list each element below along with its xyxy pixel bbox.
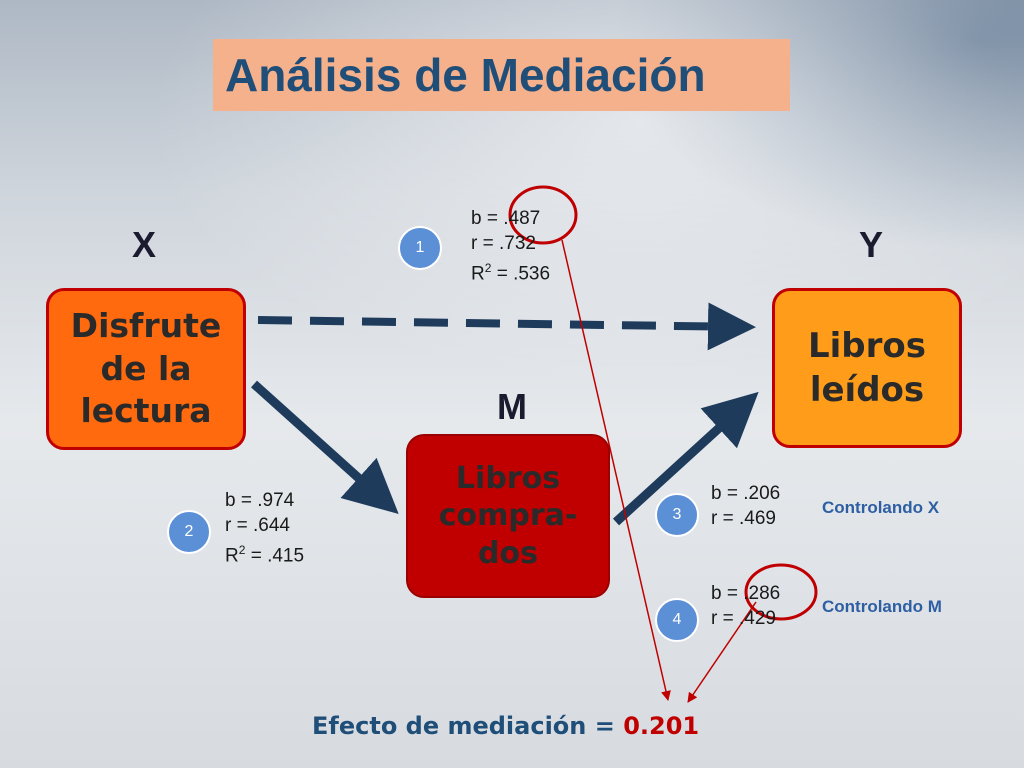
m-to-y-arrow xyxy=(612,391,759,526)
control-note-path-3: Controlando X xyxy=(822,498,940,517)
path-2-stats: b = .974 r = .644 R2 = .415 xyxy=(225,488,304,568)
path-3-r: r = .469 xyxy=(711,508,776,529)
path-number-badge-1: 1 xyxy=(398,226,442,270)
path-3-b: b = .206 xyxy=(711,483,781,504)
path-number-badge-2: 2 xyxy=(167,510,211,554)
path-2-b: b = .974 xyxy=(225,490,295,511)
pointer-arrow-path-1 xyxy=(561,239,671,701)
path-1-r: r = .732 xyxy=(471,233,536,254)
direct-effect-arrow xyxy=(257,302,756,351)
path-number-badge-3: 3 xyxy=(655,493,699,537)
highlight-circle-path-4 xyxy=(744,563,818,621)
node-independent-variable: Disfrute de la lectura xyxy=(46,288,246,450)
node-mediator-variable: Libros compra- dos xyxy=(406,434,610,598)
path-3-stats: b = .206 r = .469 xyxy=(711,481,780,531)
mediation-effect-label: Efecto de mediación = xyxy=(312,712,624,740)
page-title: Análisis de Mediación xyxy=(225,49,706,101)
node-dependent-variable: Libros leídos xyxy=(772,288,962,448)
label-y: Y xyxy=(859,224,884,265)
path-4-stats: b = .286 r = .429 xyxy=(711,581,780,631)
control-note-path-4: Controlando M xyxy=(822,597,942,616)
highlight-circle-path-1 xyxy=(508,185,578,245)
path-1-r2: R2 = .536 xyxy=(471,261,551,285)
path-4-r: r = .429 xyxy=(711,608,776,629)
x-to-m-arrow xyxy=(250,380,399,515)
mediation-effect-value: 0.201 xyxy=(623,712,700,740)
path-1-stats: b = .487 r = .732 R2 = .536 xyxy=(471,206,550,286)
path-4-b: b = .286 xyxy=(711,583,781,604)
path-1-b: b = .487 xyxy=(471,208,541,229)
label-x: X xyxy=(132,224,157,265)
pointer-arrow-path-4 xyxy=(687,601,757,703)
path-2-r2: R2 = .415 xyxy=(225,543,305,567)
path-number-badge-4: 4 xyxy=(655,598,699,642)
label-m: M xyxy=(497,386,527,427)
path-2-r: r = .644 xyxy=(225,515,290,536)
mediation-effect: Efecto de mediación = 0.201 xyxy=(312,712,699,740)
title-banner: Análisis de Mediación xyxy=(213,39,790,111)
